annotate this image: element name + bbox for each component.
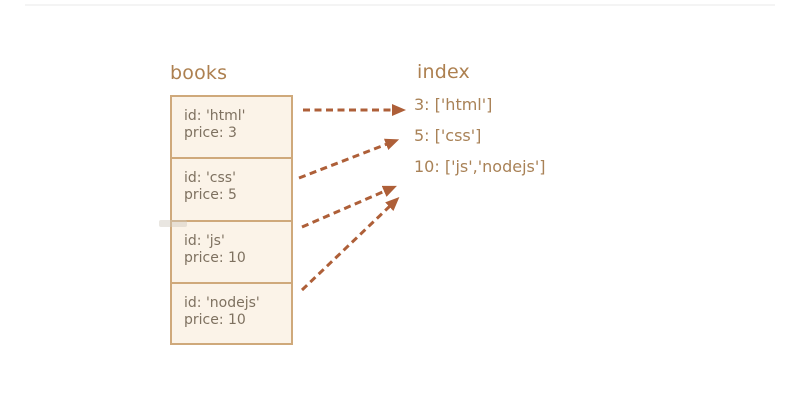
- index-label: index: [417, 61, 470, 83]
- book-price: price: 3: [184, 125, 237, 141]
- book-price: price: 5: [184, 187, 237, 203]
- book-id: id: 'html': [184, 108, 246, 124]
- book-id: id: 'nodejs': [184, 295, 260, 311]
- book-box-js: id: 'js' price: 10: [170, 220, 293, 284]
- index-entry-10: 10: ['js','nodejs']: [414, 157, 546, 176]
- arrow-css-to-5: [298, 138, 400, 180]
- books-label: books: [170, 62, 228, 84]
- books-column: id: 'html' price: 3 id: 'css' price: 5 i…: [170, 95, 293, 345]
- top-divider: [25, 4, 775, 6]
- book-price: price: 10: [184, 250, 246, 266]
- book-box-nodejs: id: 'nodejs' price: 10: [170, 282, 293, 345]
- index-entry-5: 5: ['css']: [414, 126, 482, 145]
- book-box-css: id: 'css' price: 5: [170, 157, 293, 222]
- book-id: id: 'css': [184, 170, 236, 186]
- arrow-js-to-10: [301, 185, 397, 229]
- book-price: price: 10: [184, 312, 246, 328]
- arrow-nodejs-to-10: [300, 197, 400, 292]
- index-entry-3: 3: ['html']: [414, 95, 493, 114]
- cursor-smudge: [159, 220, 187, 227]
- book-id: id: 'js': [184, 233, 225, 249]
- book-box-html: id: 'html' price: 3: [170, 95, 293, 159]
